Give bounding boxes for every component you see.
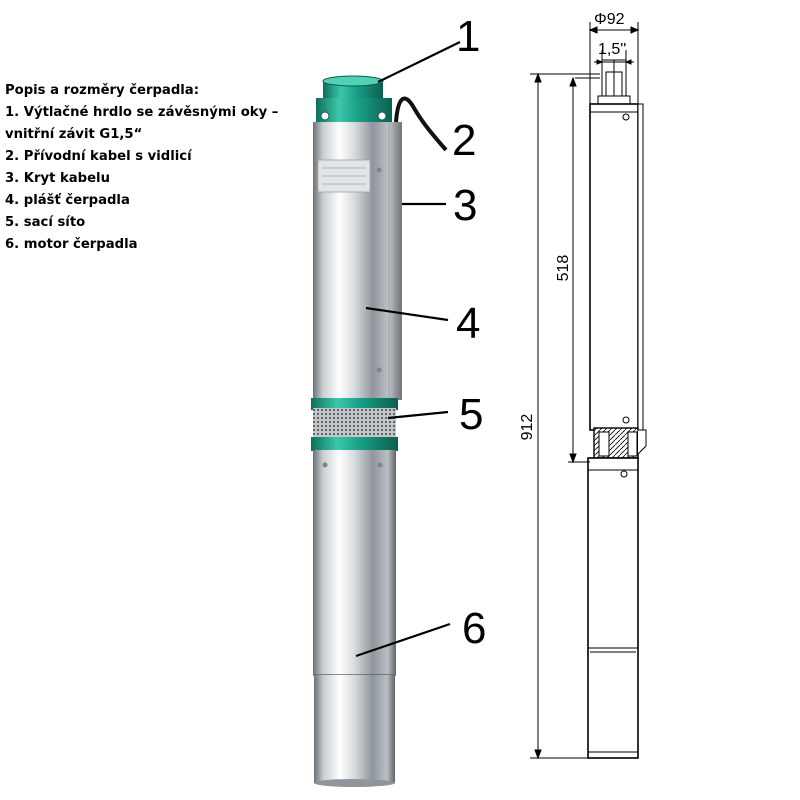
cable-guard <box>390 122 402 400</box>
upper-ring <box>311 398 398 410</box>
legend-item-3: 3. Kryt kabelu <box>5 171 110 186</box>
dimension-pump-length: 518 <box>555 255 572 282</box>
power-cable <box>394 96 448 152</box>
legend-item-5: 5. sací síto <box>5 215 86 230</box>
legend-item-1: 1. Výtlačné hrdlo se závěsnými oky – <box>5 105 279 120</box>
drawing-cable-guard <box>637 103 644 431</box>
casing-screw-top <box>376 167 382 173</box>
leader-6 <box>355 622 451 658</box>
technical-drawing <box>530 22 647 760</box>
motor-base <box>314 675 395 783</box>
lower-ring <box>311 437 398 451</box>
callout-1: 1 <box>456 12 480 61</box>
drawing-motor <box>587 457 639 759</box>
outlet-port <box>323 82 383 100</box>
pump-illustration <box>311 75 448 787</box>
legend-item-1-cont: vnitřní závit G1,5“ <box>5 127 143 142</box>
callout-6: 6 <box>462 604 486 653</box>
callout-leaders <box>355 41 461 658</box>
callout-5: 5 <box>459 390 483 439</box>
motor-body <box>313 450 396 675</box>
legend-item-4: 4. plášť čerpadla <box>5 193 130 208</box>
lug-hole-left <box>320 111 330 121</box>
lug-hole-right <box>377 111 387 121</box>
parts-legend: Popis a rozměry čerpadla: 1. Výtlačné hr… <box>5 80 278 256</box>
dimension-total-length: 912 <box>519 414 536 441</box>
leader-4 <box>365 306 449 322</box>
dimension-thread: 1,5'' <box>598 41 626 58</box>
outlet-rim <box>322 75 384 87</box>
dimension-diameter: Φ92 <box>594 11 625 28</box>
motor-screw-left <box>322 462 328 468</box>
suction-screen <box>313 408 396 438</box>
motor-screw-right <box>377 462 383 468</box>
callout-2: 2 <box>452 116 476 165</box>
drawing-pump-casing <box>589 103 639 431</box>
legend-item-2: 2. Přívodní kabel s vidlicí <box>5 149 192 164</box>
leader-5 <box>387 410 449 420</box>
callout-numbers: 1 2 3 4 5 6 <box>452 12 486 653</box>
outlet-lugs <box>316 104 392 122</box>
callout-4: 4 <box>456 299 480 348</box>
motor-end-cap <box>314 779 395 787</box>
callout-3: 3 <box>453 181 477 230</box>
legend-title: Popis a rozměry čerpadla: <box>5 83 199 98</box>
dimension-labels: Φ92 1,5'' 518 912 <box>519 11 626 440</box>
legend-item-6: 6. motor čerpadla <box>5 237 138 252</box>
casing-screw-bottom <box>376 367 382 373</box>
top-collar <box>316 98 392 106</box>
leader-1 <box>377 41 461 83</box>
